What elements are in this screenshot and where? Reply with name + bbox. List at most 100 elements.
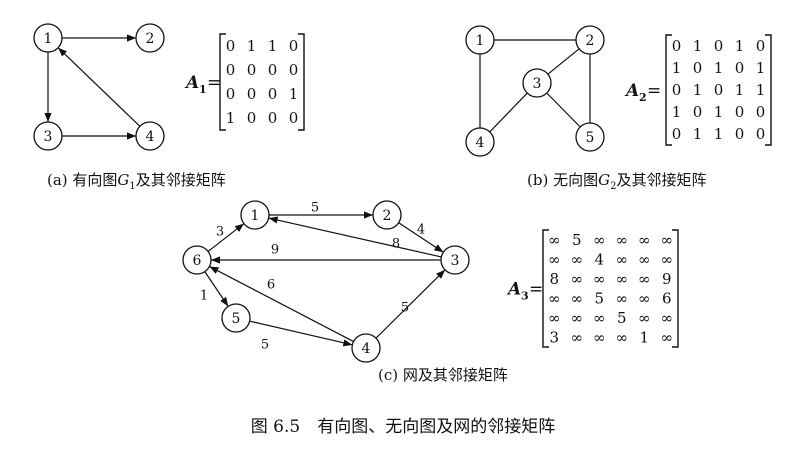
matrix-cell: 0 <box>714 37 724 55</box>
matrix-cell: 0 <box>289 109 299 127</box>
matrix-cell: 4 <box>594 250 604 268</box>
edge-weight-5-4: 5 <box>261 338 269 353</box>
matrix-cell: ∞ <box>638 309 651 327</box>
svg-text:1: 1 <box>251 208 260 224</box>
matrix-cell: 0 <box>268 61 278 79</box>
matrix-cell: 0 <box>735 103 745 121</box>
vertex-1: 1 <box>465 25 495 55</box>
edge-3-5 <box>546 92 581 128</box>
svg-text:5: 5 <box>586 130 595 146</box>
svg-text:5: 5 <box>232 311 241 327</box>
matrix-cell: 0 <box>289 37 299 55</box>
matrix-cell: 0 <box>756 125 766 143</box>
matrix-cell: ∞ <box>638 231 651 249</box>
vertex-3: 3 <box>33 121 63 151</box>
edge-weight-4-3: 5 <box>401 301 409 316</box>
matrix-cell: 9 <box>662 270 672 288</box>
matrix-cell: 0 <box>226 85 236 103</box>
vertex-5: 5 <box>575 122 605 152</box>
right-bracket <box>672 229 679 348</box>
edge-4-1 <box>57 47 141 127</box>
edge-weight-3-6: 9 <box>271 243 279 258</box>
right-bracket <box>298 33 305 131</box>
matrix-cell: ∞ <box>661 231 674 249</box>
svg-text:2: 2 <box>586 33 595 49</box>
matrix-cell: 0 <box>268 85 278 103</box>
matrix-cell: ∞ <box>571 250 584 268</box>
matrix-cell: 1 <box>289 85 299 103</box>
edge-weight-4-6: 6 <box>267 278 275 293</box>
matrix-cell: 6 <box>662 289 672 307</box>
svg-text:1: 1 <box>44 31 53 47</box>
matrix-cell: 1 <box>714 125 724 143</box>
svg-text:3: 3 <box>533 76 542 92</box>
figure-caption: 图 6.5 有向图、无向图及网的邻接矩阵 <box>251 417 555 437</box>
matrix-cell: 1 <box>268 37 278 55</box>
matrix-label: A <box>184 73 199 93</box>
vertex-1: 1 <box>33 23 63 53</box>
matrix-cell: ∞ <box>661 309 674 327</box>
matrix-cell: 1 <box>693 37 703 55</box>
vertex-2: 2 <box>372 200 402 230</box>
matrix-cell: ∞ <box>616 289 629 307</box>
caption-b: (b) 无向图G2及其邻接矩阵 <box>527 171 706 192</box>
matrix-cell: 3 <box>549 328 559 346</box>
caption-c: (c) 网及其邻接矩阵 <box>378 366 508 384</box>
edge-4-3 <box>375 269 446 339</box>
matrix-cell: 1 <box>672 103 682 121</box>
matrix-cell: 1 <box>672 59 682 77</box>
matrix-cell: 0 <box>735 125 745 143</box>
svg-text:4: 4 <box>362 341 371 357</box>
matrix-cell: 0 <box>756 37 766 55</box>
matrix-cell: 8 <box>549 270 559 288</box>
edge-weight-2-3: 4 <box>417 223 425 238</box>
matrix-cell: 0 <box>735 59 745 77</box>
svg-text:3: 3 <box>451 253 460 269</box>
matrix-cell: 0 <box>247 109 257 127</box>
equals-sign: = <box>207 73 221 93</box>
matrix-cell: 0 <box>693 59 703 77</box>
matrix-cell: ∞ <box>638 289 651 307</box>
edge-weight-1-2: 5 <box>311 201 319 216</box>
matrix-cell: 1 <box>639 328 649 346</box>
edge-weight-6-5: 1 <box>200 289 208 304</box>
matrix-cell: ∞ <box>661 250 674 268</box>
edge-2-3 <box>398 222 444 253</box>
matrix-cell: 0 <box>672 125 682 143</box>
matrix-cell: 1 <box>756 59 766 77</box>
svg-text:2: 2 <box>146 31 155 47</box>
matrix-cell: 0 <box>693 103 703 121</box>
matrix-cell: ∞ <box>593 328 606 346</box>
matrix-cell: 0 <box>756 103 766 121</box>
matrix-cell: ∞ <box>548 289 561 307</box>
matrix-cell: 1 <box>693 81 703 99</box>
matrix-cell: 1 <box>693 125 703 143</box>
edge-weight-6-1: 3 <box>216 225 224 240</box>
matrix-cell: ∞ <box>548 250 561 268</box>
matrix-cell: 0 <box>289 61 299 79</box>
vertex-3: 3 <box>522 68 552 98</box>
matrix-cell: ∞ <box>661 328 674 346</box>
left-bracket <box>219 33 226 131</box>
matrix-label-subscript: 2 <box>639 91 647 104</box>
vertex-3: 3 <box>440 245 470 275</box>
vertex-2: 2 <box>135 23 165 53</box>
right-bracket <box>765 34 772 146</box>
matrix-cell: ∞ <box>571 328 584 346</box>
svg-text:1: 1 <box>476 33 485 49</box>
caption-a: (a) 有向图G1及其邻接矩阵 <box>47 171 226 192</box>
matrix-cell: ∞ <box>571 270 584 288</box>
vertex-4: 4 <box>351 333 381 363</box>
matrix-cell: ∞ <box>638 270 651 288</box>
vertex-5: 5 <box>221 303 251 333</box>
matrix-cell: ∞ <box>548 231 561 249</box>
matrix-label-subscript: 1 <box>199 83 207 96</box>
matrix-cell: ∞ <box>638 250 651 268</box>
matrix-cell: 0 <box>226 61 236 79</box>
vertex-1: 1 <box>240 200 270 230</box>
matrix-cell: 1 <box>226 109 236 127</box>
svg-text:4: 4 <box>476 135 485 151</box>
